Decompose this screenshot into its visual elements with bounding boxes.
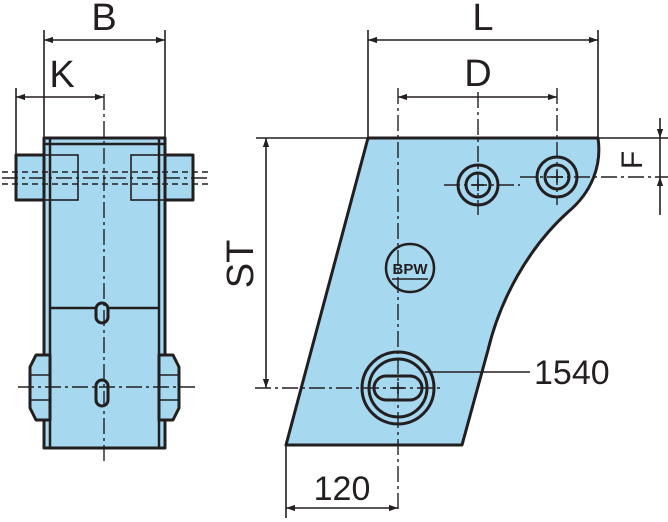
side-view-slot-lower [94,378,110,408]
dimension-f-label: F [616,151,649,169]
dimension-st-label: ST [220,240,262,289]
side-view: B K [2,0,210,462]
dimension-l-label: L [472,0,493,39]
front-view-body [284,136,601,447]
dimension-b-label: B [91,0,116,39]
dimension-k-label: K [49,54,74,96]
svg-text:BPW: BPW [393,261,429,278]
front-view: BPW L D ST [220,0,668,518]
dimension-d-label: D [464,53,491,95]
dimension-120-label: 120 [314,470,371,508]
side-view-slot-upper [94,301,110,325]
bore-label: 1540 [534,354,610,392]
